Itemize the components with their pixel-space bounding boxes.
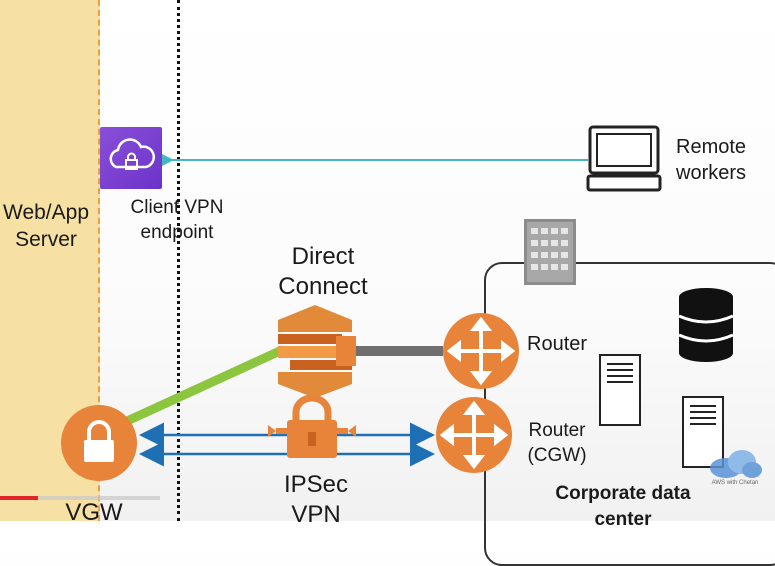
web-app-server-label: Web/App Server bbox=[3, 201, 89, 251]
client-vpn-icon bbox=[100, 127, 162, 189]
remote-workers-label: Remote workers bbox=[676, 136, 747, 184]
database-icon bbox=[678, 288, 734, 362]
direct-connect-icon bbox=[278, 305, 356, 398]
ipsec-vpn-label: IPSec VPN bbox=[283, 471, 349, 528]
laptop-icon bbox=[586, 125, 662, 192]
server-icon-1 bbox=[599, 354, 641, 426]
direct-connect-label: Direct Connect bbox=[278, 243, 368, 300]
corporate-data-center-label: Corporate data center bbox=[555, 483, 691, 530]
video-progress-bar[interactable] bbox=[0, 496, 160, 500]
server-icon-2 bbox=[682, 396, 724, 468]
watermark-cloud-icon bbox=[710, 450, 762, 478]
video-progress-fill bbox=[0, 496, 39, 500]
vgw-to-direct-connect-line bbox=[123, 345, 284, 427]
cloud-lock-icon bbox=[109, 138, 155, 170]
aws-boundary-line bbox=[177, 0, 180, 521]
vgw-label: VGW bbox=[65, 499, 123, 526]
router-label: Router bbox=[527, 333, 588, 355]
ipsec-lock-icon bbox=[268, 394, 356, 458]
diagram-graphics bbox=[61, 125, 762, 481]
router-icon-cgw bbox=[436, 397, 512, 473]
router-cgw-label: Router (CGW) bbox=[527, 420, 587, 466]
building-icon bbox=[524, 219, 576, 285]
vpc-zone bbox=[0, 0, 100, 521]
router-icon-top bbox=[443, 313, 519, 389]
vgw-lock-icon bbox=[61, 405, 137, 481]
watermark-text: AWS with Chetan bbox=[711, 480, 759, 486]
client-vpn-label: Client VPN endpoint bbox=[130, 197, 224, 243]
